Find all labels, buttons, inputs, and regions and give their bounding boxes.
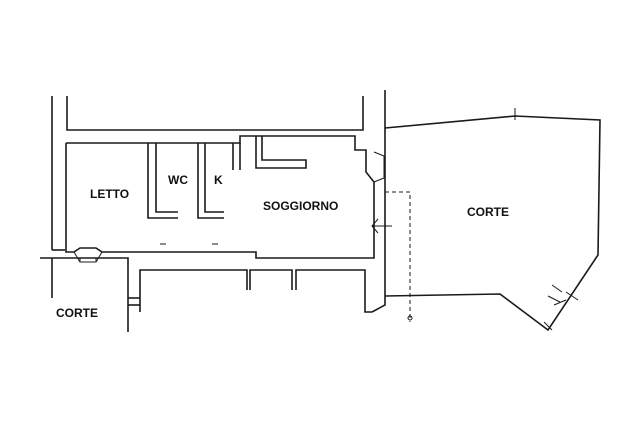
corte-right-boundary <box>371 108 601 332</box>
room-label-wc: WC <box>168 173 188 187</box>
room-label-corte-right: CORTE <box>467 205 509 219</box>
building-outline <box>40 90 386 332</box>
room-label-letto: LETTO <box>90 187 129 201</box>
room-label-corte-left: CORTE <box>56 306 98 320</box>
room-label-soggiorno: SOGGIORNO <box>263 199 338 213</box>
room-label-kitchen: K <box>214 173 223 187</box>
lower-structure <box>128 269 372 313</box>
apartment-walls <box>65 135 385 263</box>
